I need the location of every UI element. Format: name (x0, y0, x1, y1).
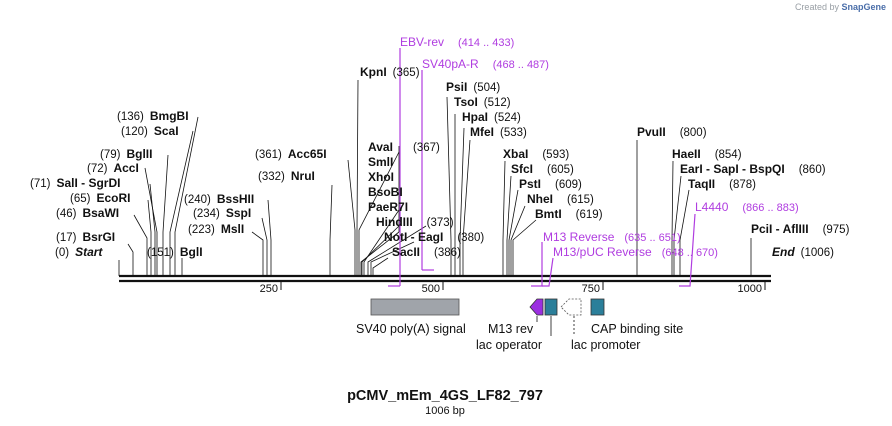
enzyme-bglii: (79)BglII (100, 147, 152, 161)
feature-label-m13-rev: M13 rev (488, 322, 534, 336)
lac-operator-feature (544, 298, 558, 316)
start-label: (0)Start (55, 245, 103, 259)
snapgene-credit: Created by SnapGene (795, 2, 886, 12)
tick-label-1000: 1000 (738, 283, 762, 295)
enzyme-hpai: HpaI(524) (462, 110, 521, 124)
enzyme-mfei: MfeI(533) (470, 125, 527, 139)
feature-track (370, 298, 605, 336)
enzyme-hindiii: HindIII(373) (376, 215, 454, 229)
tick-label-750: 750 (582, 283, 600, 295)
enzyme-pvuii: PvuII(800) (637, 125, 707, 139)
enzyme-sspi: (234)SspI (193, 206, 251, 220)
sv40-polya-feature (370, 298, 460, 316)
enzyme-psti: PstI(609) (519, 177, 582, 191)
enzyme-sfci: SfcI(605) (511, 162, 574, 176)
enzyme-noti-eagi: NotI - EagI(380) (384, 230, 484, 244)
enzyme-acc65i: (361)Acc65I (255, 147, 327, 161)
enzyme-haeii: HaeII(854) (672, 147, 742, 161)
enzyme-psii: PsiI(504) (446, 80, 500, 94)
primer-m13-reverse: M13 Reverse(635 .. 651) (543, 230, 681, 244)
enzyme-sacii: SacII(386) (392, 245, 461, 259)
lac-promoter-feature (560, 298, 582, 316)
enzyme-xbai: XbaI(593) (503, 147, 569, 161)
enzyme-bmgbi: (136)BmgBI (117, 109, 189, 123)
primer-lines (388, 48, 696, 287)
feature-label-lac-operator: lac operator (476, 338, 542, 352)
enzyme-paer7i: PaeR7I (368, 200, 408, 214)
primer-ebv-rev: EBV-rev(414 .. 433) (400, 35, 514, 49)
enzyme-scai: (120)ScaI (121, 124, 179, 138)
scale-axis: 250 500 750 1000 (260, 282, 766, 295)
enzyme-eari-sapi-bspqi: EarI - SapI - BspQI(860) (680, 162, 826, 176)
enzyme-nhei: NheI(615) (527, 192, 594, 206)
enzyme-sali-sgrdi: (71)SalI - SgrDI (30, 176, 120, 190)
end-label: End(1006) (772, 245, 834, 259)
enzyme-bsshii: (240)BssHII (184, 192, 254, 206)
dna-backbone (119, 274, 771, 283)
feature-label-lac-promoter: lac promoter (571, 338, 640, 352)
cap-binding-site-feature (590, 298, 605, 316)
enzyme-bsobi: BsoBI (368, 185, 403, 199)
enzyme-bsrgi: (17)BsrGI (56, 230, 115, 244)
primer-m13-puc-reverse: M13/pUC Reverse(648 .. 670) (553, 245, 718, 259)
enzyme-nrui: (332)NruI (258, 169, 315, 183)
feature-label-cap-binding-site: CAP binding site (591, 322, 683, 336)
enzyme-taqii: TaqII(878) (688, 177, 756, 191)
enzyme-msli: (223)MslI (188, 222, 244, 236)
enzyme-avai-pos: (367) (413, 142, 440, 154)
enzyme-xhoi: XhoI (368, 170, 394, 184)
plasmid-title: pCMV_mEm_4GS_LF82_797 (347, 388, 543, 404)
enzyme-bgli: (151)BglI (147, 245, 203, 259)
enzyme-acci: (72)AccI (87, 161, 139, 175)
enzyme-pci-afliii: PciI - AflIII(975) (751, 222, 850, 236)
enzyme-bsawi: (46)BsaWI (56, 206, 119, 220)
credit-prefix: Created by (794, 2, 839, 12)
enzyme-bmti: BmtI(619) (535, 207, 603, 221)
enzyme-avai: AvaI (368, 140, 393, 154)
snapgene-brand: SnapGene (841, 2, 886, 12)
primer-l4440: L4440(866 .. 883) (695, 200, 799, 214)
plasmid-length: 1006 bp (425, 405, 465, 417)
tick-label-250: 250 (260, 283, 278, 295)
enzyme-ecori: (65)EcoRI (70, 191, 130, 205)
tick-label-500: 500 (422, 283, 440, 295)
enzyme-kpni: KpnI(365) (360, 65, 420, 79)
enzyme-smli: SmlI (368, 155, 393, 169)
primer-sv40pa-r: SV40pA-R(468 .. 487) (422, 57, 549, 71)
feature-label-sv40-polya: SV40 poly(A) signal (356, 322, 466, 336)
enzyme-tsoi: TsoI(512) (454, 95, 511, 109)
m13-rev-feature (529, 298, 544, 316)
cut-site-lines (118, 79, 752, 276)
